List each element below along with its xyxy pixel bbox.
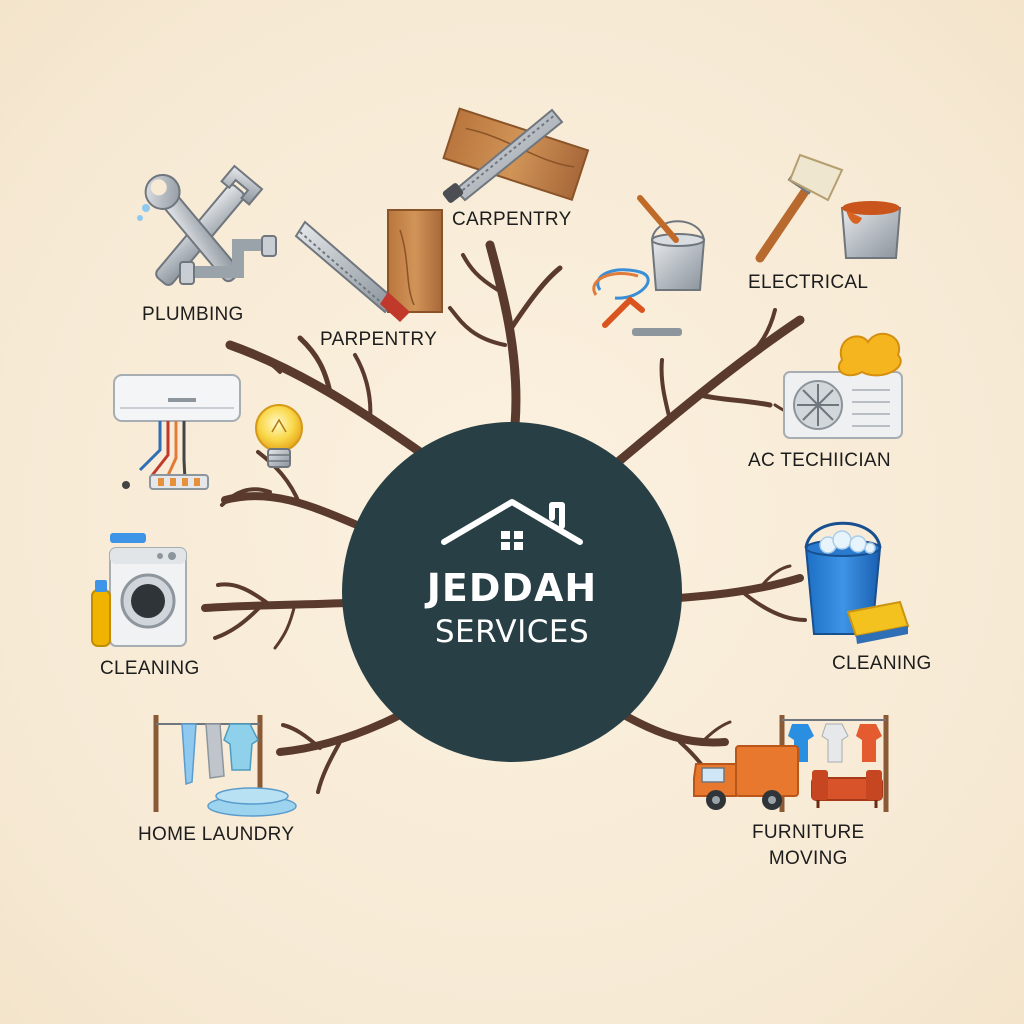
paint-bucket-cable-icon (592, 195, 706, 336)
branch-electrical (613, 315, 805, 467)
wrench-pipe-icon (137, 164, 277, 286)
clothesline-icon (153, 715, 297, 817)
label-electrical: ELECTRICAL (748, 272, 869, 293)
label-cleaning-right: CLEANING (832, 653, 932, 674)
branch-furniture-moving (620, 711, 729, 747)
branch-home-laundry (276, 711, 404, 756)
house-icon (441, 499, 583, 550)
branch-lighting (221, 492, 361, 529)
label-carpentry: CARPENTRY (452, 209, 572, 230)
label-furniture-moving: FURNITURE MOVING (752, 822, 865, 869)
paintbrush-can-icon (755, 153, 902, 263)
branch-cleaning-right (674, 574, 804, 602)
hub-circle (342, 422, 682, 762)
branch-cleaning-left (201, 599, 349, 612)
label-home-laundry: HOME LAUNDRY (138, 824, 295, 845)
label-parpentry: PARPENTRY (320, 329, 438, 350)
lightbulb-icon (255, 404, 303, 468)
hub-subtitle: SERVICES (434, 614, 590, 650)
bucket-sponge-icon (804, 521, 910, 644)
label-cleaning-left: CLEANING (100, 658, 200, 679)
label-ac-technician: AC TECHIICIAN (748, 450, 891, 471)
hub-title: JEDDAH (426, 566, 598, 610)
washing-machine-icon (91, 533, 187, 647)
ac-outdoor-unit-icon (783, 332, 903, 439)
truck-furniture-icon (693, 715, 889, 812)
label-plumbing: PLUMBING (142, 304, 244, 325)
handsaw-board-icon (442, 107, 590, 203)
saw-plank-icon (294, 209, 443, 322)
ac-indoor-unit-wires-icon (113, 374, 241, 490)
branch-carpentry (485, 240, 521, 430)
